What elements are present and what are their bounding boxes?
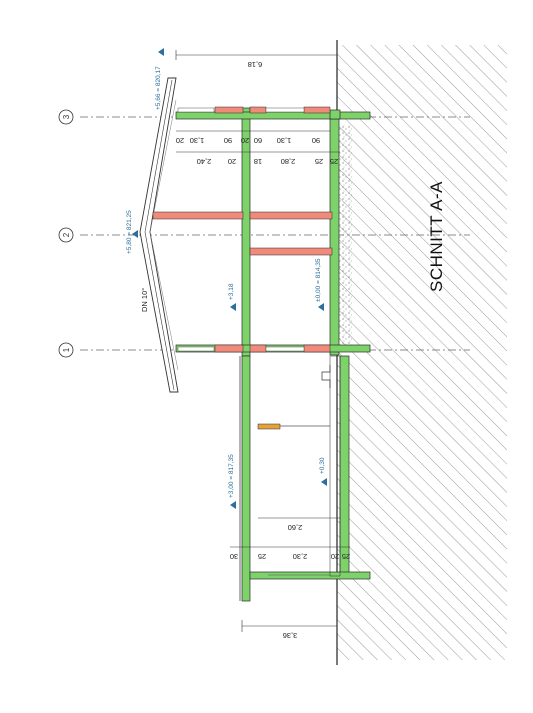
lintel-low-axis1	[303, 344, 331, 353]
ground-hatch	[337, 45, 507, 660]
dim-row2-0: 2,40	[197, 157, 212, 166]
dim-row2-4: 25	[315, 157, 323, 166]
lintel-mid-axis1	[249, 344, 267, 353]
annex-roof-slab	[241, 355, 251, 602]
grid-axis-3-bubble: 3	[58, 109, 74, 125]
level-ridge-marker: +5,80 = 821,25	[126, 210, 138, 254]
annex-wall-end	[249, 571, 371, 580]
level-ground-floor: ±0,00 = 814,35	[315, 258, 322, 302]
dim-row1-5: 1,30	[277, 136, 292, 145]
dimension-lower-row2: 2,60	[258, 517, 340, 532]
roof	[139, 77, 179, 393]
dim-lower1-2: 2,30	[293, 552, 308, 561]
dim-row1-3: 20	[241, 136, 249, 145]
level-floor-top-marker: +3,00 = 817,35	[228, 454, 236, 509]
wall-axis-3	[175, 111, 371, 120]
gravel-bed	[338, 125, 352, 350]
roof-pitch-label: DN 10°	[140, 288, 149, 312]
grid-axis-1-bubble: 1	[58, 342, 74, 358]
beam-axis2-upper	[152, 211, 244, 220]
dim-row1-2: 90	[224, 136, 232, 145]
level-floor-top: +3,00 = 817,35	[228, 454, 235, 498]
dim-overall-top: 6,18	[248, 60, 263, 69]
grid-axis-2-label: 2	[62, 232, 71, 237]
annex-floor-slab	[339, 355, 350, 579]
lintel-low-axis3	[303, 106, 331, 114]
dim-row1-1: 1,30	[190, 136, 205, 145]
dim-row1-0: 20	[176, 136, 184, 145]
lintel-mid-axis3	[249, 106, 267, 114]
dim-row1-4: 60	[254, 136, 262, 145]
dim-row2-2: 18	[254, 157, 262, 166]
drawing-title: SCHNITT A-A	[427, 181, 446, 292]
dim-row1-6: 90	[312, 136, 320, 145]
level-ground-mark-marker: +0,30	[319, 457, 327, 486]
grid-axis-1-label: 1	[62, 347, 71, 352]
roof-pitch-note: DN 10°	[140, 288, 149, 312]
level-ridge: +5,80 = 821,25	[126, 210, 133, 254]
beam-axis2-lower	[249, 247, 333, 256]
dimension-overall-top: 6,18	[175, 50, 338, 69]
dim-row2-1: 20	[228, 157, 236, 166]
grid-axis-2-bubble: 2	[58, 227, 74, 243]
level-ceiling: +3,18	[228, 283, 235, 300]
beam-axis2-mid	[249, 211, 333, 220]
dim-lower1-3: 20	[331, 552, 339, 561]
step-detail	[321, 365, 331, 388]
level-ground-floor-marker: ±0,00 = 814,35	[315, 258, 324, 311]
windows-axis-3	[177, 107, 305, 113]
dim-row2-5: 25	[330, 157, 338, 166]
lintel-top-axis3	[214, 106, 244, 114]
level-ceiling-marker: +3,18	[228, 283, 236, 311]
dim-lower2-0: 2,60	[288, 523, 303, 532]
dimension-chain-row2: 2,40 20 18 2,80 25 25	[176, 151, 340, 166]
dimension-lower-row1: 30 25 2,30 20 25	[230, 546, 350, 561]
annex-lintel	[257, 423, 281, 430]
dim-lower1-0: 30	[230, 552, 238, 561]
level-ground-mark: +0,30	[319, 457, 326, 474]
level-eave: +5,66 = 820,17	[155, 66, 162, 110]
foundation-axis-3	[329, 109, 341, 120]
lintel-top-axis1	[214, 344, 244, 353]
dim-lower1-1: 25	[258, 552, 266, 561]
grid-axis-3-label: 3	[62, 114, 71, 119]
dimension-overall-bottom: 3,36	[241, 620, 338, 640]
dimension-chain-row1: 20 1,30 90 20 60 1,30 90	[176, 130, 330, 145]
level-eave-marker: +5,66 = 820,17	[155, 48, 164, 110]
ground-floor-slab	[329, 111, 340, 356]
dim-lower1-4: 25	[342, 552, 350, 561]
dim-row2-3: 2,80	[281, 157, 296, 166]
annex-wall-inner	[329, 355, 341, 577]
windows-axis-1	[177, 346, 305, 352]
dim-overall-bottom: 3,36	[283, 631, 298, 640]
